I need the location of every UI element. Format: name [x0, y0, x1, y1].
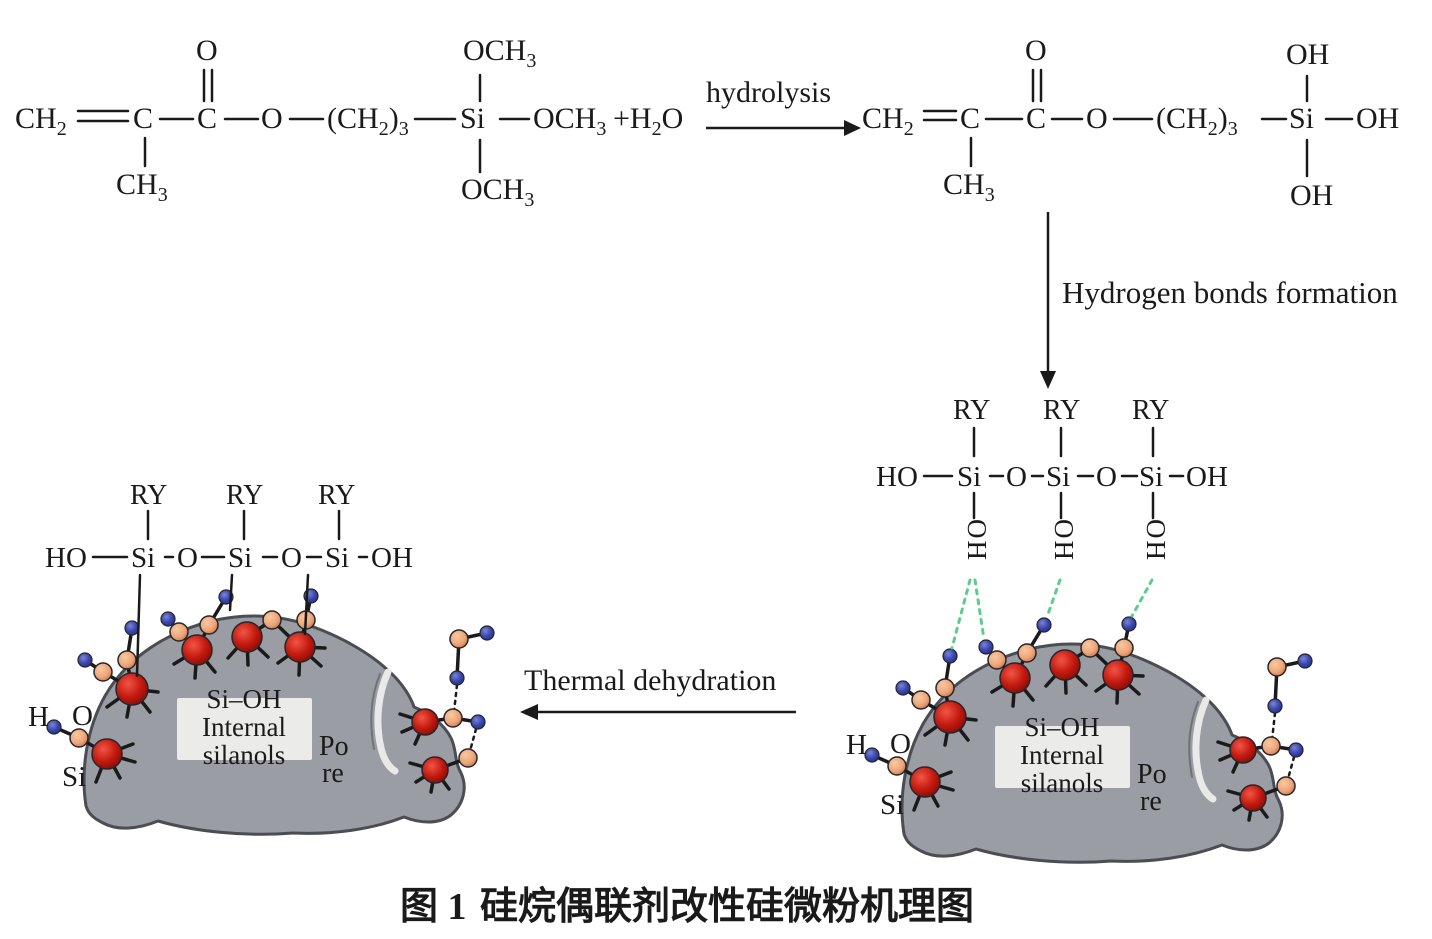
sub3-token: 3	[1227, 118, 1238, 140]
right-trimer-o1: O	[1006, 461, 1027, 493]
formula-b-oh-bottom: OH	[1290, 179, 1334, 212]
ch-token: CH	[1166, 102, 1208, 135]
paren-close: )	[1217, 102, 1228, 135]
formula-a-ch2: CH2	[15, 100, 67, 141]
right-trimer-oh: OH	[1186, 461, 1228, 493]
formula-b-oh-top: OH	[1286, 38, 1330, 71]
sub3-token: 3	[984, 184, 995, 206]
formula-a-ester-o: O	[261, 102, 283, 135]
paren-open: (	[327, 102, 337, 135]
left-trimer-si1: Si	[131, 542, 156, 574]
left-trimer-o1: O	[177, 542, 198, 574]
formula-b-si: Si	[1289, 102, 1315, 135]
structure-a-bonds	[76, 68, 531, 174]
caption-number: 图 1	[400, 886, 467, 928]
right-trimer-bonds	[922, 426, 1185, 520]
left-trimer-bonds	[91, 509, 369, 559]
left-trimer-ry3: RY	[318, 480, 356, 511]
sub2-token: 2	[1207, 118, 1218, 140]
right-trimer-ry3: RY	[1132, 395, 1170, 426]
right-trimer-ho: HO	[876, 461, 918, 493]
formula-b-ch2: CH2	[862, 100, 914, 141]
formula-a-carbonyl-o: O	[196, 34, 218, 67]
ch-token: CH	[116, 168, 158, 201]
sub2-token: 2	[378, 118, 389, 140]
sub3-token: 3	[596, 118, 607, 140]
formula-b-c2: C	[1026, 102, 1047, 135]
hydrogen-bonds-arrow	[1040, 212, 1056, 389]
formula-a-och3-top: OCH3	[463, 32, 536, 73]
formula-a-och3-right: OCH3	[533, 100, 606, 141]
sub3-token: 3	[526, 50, 537, 72]
formula-a-och3-bottom: OCH3	[461, 171, 534, 212]
left-trimer-ho: HO	[45, 542, 87, 574]
formula-b-ch3: CH3	[943, 166, 995, 207]
right-trimer-o2: O	[1096, 461, 1117, 493]
sub3-token: 3	[157, 184, 168, 206]
paren-close: )	[388, 102, 399, 135]
o-token: O	[661, 102, 684, 135]
green-hbond-dashes	[950, 578, 1154, 650]
sub2-token: 2	[651, 118, 662, 140]
left-trimer-oh: OH	[371, 542, 413, 574]
och-token: OCH	[463, 34, 527, 67]
formula-b-propyl: (CH2)3	[1156, 100, 1238, 141]
plus-h-token: +H	[613, 102, 652, 135]
right-trimer-si2: Si	[1046, 461, 1071, 493]
hydrogen-bonds-label: Hydrogen bonds formation	[1062, 275, 1398, 310]
ch-token: CH	[862, 102, 904, 135]
caption-title: 硅烷偶联剂改性硅微粉机理图	[480, 886, 975, 928]
right-trimer-down-oh3: OH	[1141, 519, 1171, 562]
left-trimer-si2: Si	[228, 542, 253, 574]
formula-b-ester-o: O	[1086, 102, 1108, 135]
left-trimer-si3: Si	[325, 542, 350, 574]
right-trimer-ry2: RY	[1043, 395, 1081, 426]
formula-a-propyl: (CH2)3	[327, 100, 409, 141]
left-trimer-ry2: RY	[226, 480, 264, 511]
formula-a-c1: C	[133, 102, 154, 135]
sub3-token: 3	[398, 118, 409, 140]
left-trimer-o2: O	[281, 542, 302, 574]
covalent-links	[135, 573, 310, 678]
hydrolysis-label: hydrolysis	[706, 76, 832, 109]
formula-a-ch3: CH3	[116, 166, 168, 207]
hydrolysis-arrow	[706, 120, 861, 136]
right-trimer-ry1: RY	[953, 395, 991, 426]
right-trimer-si3: Si	[1139, 461, 1164, 493]
formula-a-water: +H2O	[613, 100, 683, 141]
formula-b-c1: C	[960, 102, 981, 135]
right-trimer-down-oh2: OH	[1049, 519, 1079, 562]
formula-b-oh-right: OH	[1356, 102, 1400, 135]
ch-token: CH	[943, 168, 985, 201]
sub2-token: 2	[903, 118, 914, 140]
thermal-dehydration-label: Thermal dehydration	[524, 664, 777, 697]
right-trimer-si1: Si	[957, 461, 982, 493]
formula-a-si: Si	[460, 102, 486, 135]
formula-b-carbonyl-o: O	[1025, 34, 1047, 67]
left-trimer-ry1: RY	[130, 480, 168, 511]
och-token: OCH	[533, 102, 597, 135]
ch-token: CH	[15, 102, 57, 135]
sub3-token: 3	[524, 189, 535, 211]
thermal-dehydration-arrow	[520, 704, 796, 720]
structure-b-bonds	[922, 68, 1354, 178]
sub2-token: 2	[56, 118, 67, 140]
paren-open: (	[1156, 102, 1166, 135]
ch-token: CH	[337, 102, 379, 135]
formula-a-c2: C	[197, 102, 218, 135]
right-trimer-down-oh1: OH	[962, 519, 992, 562]
och-token: OCH	[461, 173, 525, 206]
